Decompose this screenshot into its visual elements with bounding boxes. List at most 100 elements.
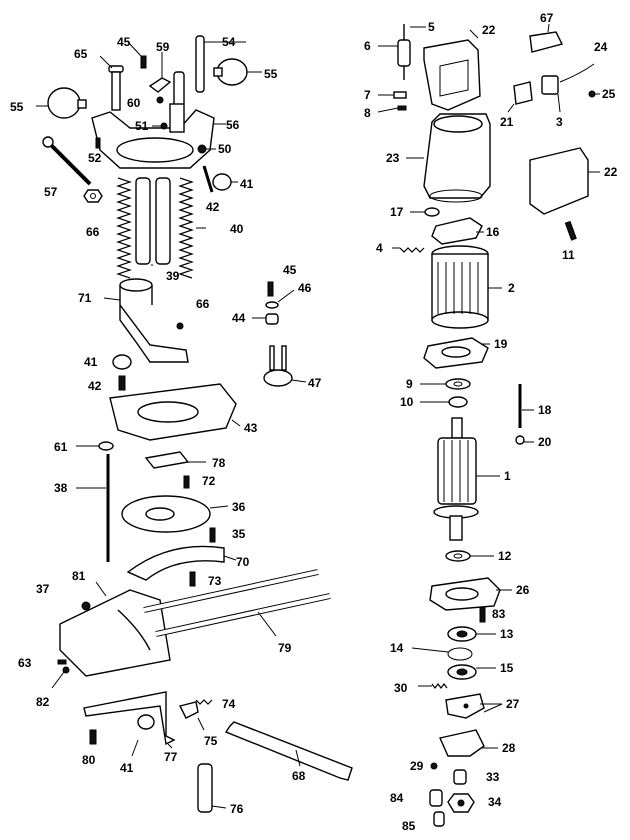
label-27: 27 [506, 697, 520, 711]
part-24-wire [559, 63, 595, 83]
label-75: 75 [204, 734, 218, 748]
part-65-bolt [99, 55, 124, 111]
part-80-screw [89, 729, 97, 745]
label-8: 8 [364, 106, 371, 120]
part-82-pin [51, 666, 70, 689]
label-56: 56 [226, 118, 240, 132]
part-7-clip [378, 91, 407, 99]
label-59: 59 [156, 40, 170, 54]
part-36-sub-base [121, 495, 229, 533]
part-30-spring [418, 683, 448, 689]
label-22-upper: 22 [482, 23, 496, 37]
label-13: 13 [500, 627, 514, 641]
label-22-side: 22 [604, 165, 618, 179]
label-66-mid: 66 [196, 297, 210, 311]
label-47: 47 [308, 376, 322, 390]
part-85-collet-small [433, 811, 445, 827]
part-16-brush-ring [431, 217, 484, 245]
label-85: 85 [402, 819, 416, 833]
label-68: 68 [292, 769, 306, 783]
label-76: 76 [230, 802, 244, 816]
label-26: 26 [516, 583, 530, 597]
label-70: 70 [236, 555, 250, 569]
part-3-brush [541, 75, 561, 113]
part-18-screw [518, 384, 534, 428]
part-15-collet [447, 664, 496, 680]
part-8-screw [377, 105, 407, 113]
part-43-base [109, 383, 241, 441]
part-27-spindle-lock [445, 693, 503, 719]
part-83-screw [479, 607, 486, 623]
label-23: 23 [386, 151, 400, 165]
part-66-ball [176, 322, 184, 330]
part-23-motor-housing [406, 113, 491, 203]
part-39-column-right [151, 177, 171, 266]
label-4: 4 [376, 241, 383, 255]
part-79-rods [143, 569, 331, 637]
part-66-nut [83, 189, 103, 203]
label-46: 46 [298, 281, 312, 295]
label-78: 78 [212, 456, 226, 470]
part-56-base-frame [91, 103, 226, 169]
part-47-turret [263, 345, 307, 387]
part-55-knob-left [36, 87, 87, 119]
part-51-pin [152, 122, 168, 130]
part-70-chip-guard [126, 545, 237, 581]
label-5: 5 [428, 20, 435, 34]
part-22-side-cover [529, 147, 600, 215]
part-42-pin [202, 165, 214, 193]
part-12-washer [445, 550, 494, 562]
label-1: 1 [504, 469, 511, 483]
part-78-clamp [144, 451, 206, 469]
label-61: 61 [54, 440, 68, 454]
part-73-screw [189, 571, 196, 587]
part-72-screw [183, 475, 190, 489]
label-41-mid: 41 [84, 355, 98, 369]
label-84: 84 [390, 791, 404, 805]
part-40-spring-left [116, 177, 132, 279]
label-74: 74 [222, 697, 236, 711]
part-68-wrench [224, 721, 353, 781]
label-12: 12 [498, 549, 512, 563]
label-44: 44 [232, 311, 246, 325]
part-57-long-screw [42, 136, 92, 186]
part-54-rod [195, 35, 246, 93]
label-63: 63 [18, 656, 32, 670]
label-41-upper: 41 [240, 177, 254, 191]
part-84-collet [429, 789, 443, 807]
label-17: 17 [390, 205, 404, 219]
part-26-bearing-plate [429, 577, 512, 611]
part-74-spring [195, 699, 213, 705]
part-17-washer [410, 207, 440, 217]
part-50-nut [197, 144, 216, 154]
part-10-bearing [420, 396, 468, 408]
label-25: 25 [602, 87, 616, 101]
label-77: 77 [164, 750, 178, 764]
label-67: 67 [540, 11, 554, 25]
label-7: 7 [364, 88, 371, 102]
label-10: 10 [400, 395, 414, 409]
part-29-screw [430, 762, 438, 770]
label-54: 54 [222, 35, 236, 49]
label-45-mid: 45 [283, 263, 297, 277]
label-9: 9 [406, 377, 413, 391]
label-57: 57 [44, 185, 58, 199]
label-3: 3 [556, 115, 563, 129]
label-65: 65 [74, 47, 88, 61]
label-20: 20 [538, 435, 552, 449]
label-38: 38 [54, 481, 68, 495]
part-5-6-cord [378, 24, 426, 80]
label-15: 15 [500, 661, 514, 675]
label-39: 39 [166, 269, 180, 283]
label-43: 43 [244, 421, 258, 435]
part-labels: 45 59 54 65 55 60 55 51 56 52 50 57 41 4… [10, 11, 618, 833]
part-34-nut [447, 793, 475, 813]
label-14: 14 [390, 641, 404, 655]
label-2: 2 [508, 281, 515, 295]
part-44-collar [252, 313, 279, 325]
part-13-bearing [447, 626, 496, 642]
label-82: 82 [36, 695, 50, 709]
label-66-upper: 66 [86, 225, 100, 239]
label-50: 50 [218, 142, 232, 156]
